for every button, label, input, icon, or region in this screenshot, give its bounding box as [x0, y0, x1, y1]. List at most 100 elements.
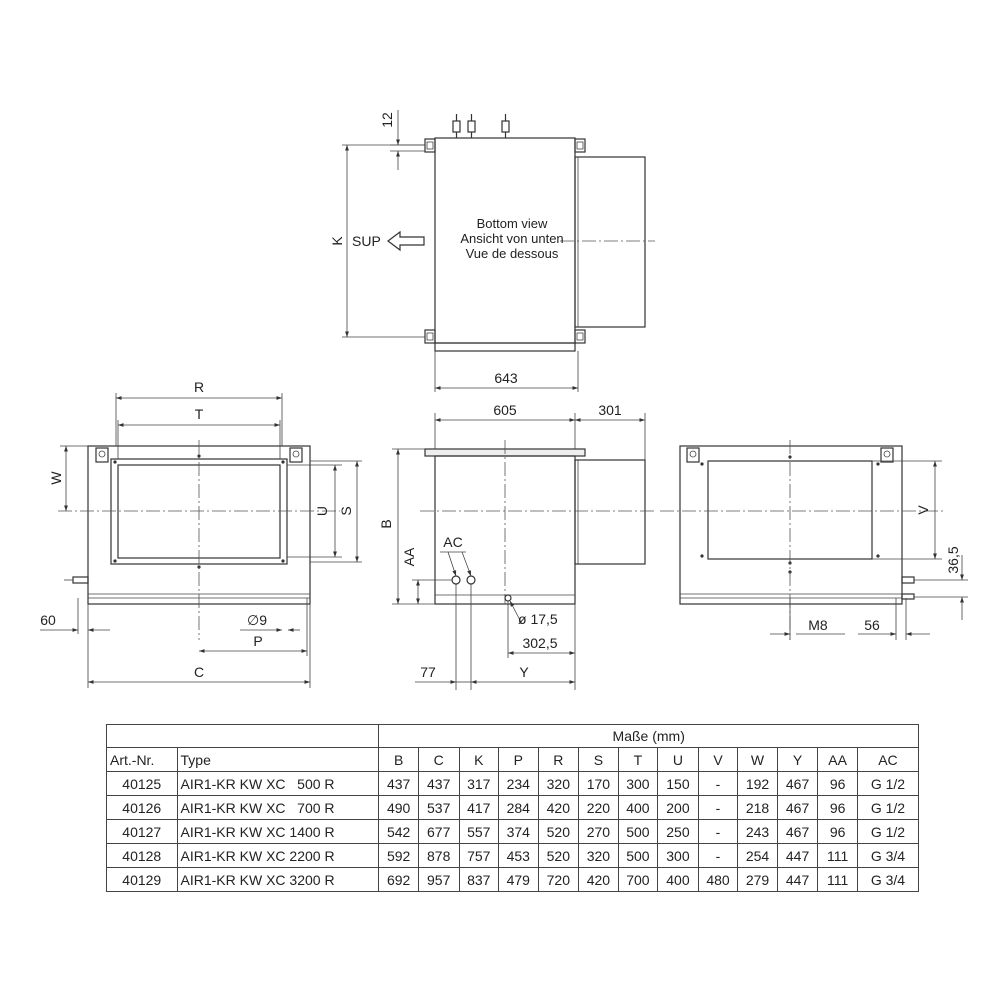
table-cell: 40128 — [106, 843, 178, 868]
dim-w: W — [48, 471, 64, 485]
dim-u: U — [314, 506, 330, 516]
dim-643: 643 — [494, 370, 518, 386]
dim-302: 302,5 — [522, 635, 557, 651]
table-cell: AIR1-KR KW XC 700 R — [176, 795, 380, 820]
table-header-cell: U — [657, 747, 699, 772]
table-cell: 500 — [617, 843, 659, 868]
table-cell: 520 — [537, 819, 580, 844]
table-cell: 96 — [817, 771, 858, 796]
dim-r: R — [194, 379, 204, 395]
dim-605: 605 — [493, 402, 517, 418]
table-cell: 878 — [417, 843, 460, 868]
sup-label: SUP — [352, 233, 381, 249]
table-cell: 300 — [657, 843, 699, 868]
table-header-cell: R — [537, 747, 580, 772]
table-header-cell: P — [498, 747, 539, 772]
table-cell: 447 — [776, 867, 819, 892]
table-cell: 420 — [578, 867, 619, 892]
table-cell: AIR1-KR KW XC 1400 R — [176, 819, 380, 844]
table-cell: 40127 — [106, 819, 178, 844]
table-header-cell: C — [417, 747, 460, 772]
table-header-cell: B — [378, 747, 419, 772]
pipe-connector-icon — [452, 114, 510, 138]
table-group-header: Maße (mm) — [378, 724, 919, 748]
table-cell: 720 — [537, 867, 580, 892]
table-cell: 220 — [578, 795, 619, 820]
table-header-cell: AC — [856, 747, 920, 772]
table-cell: AIR1-KR KW XC 3200 R — [176, 867, 380, 892]
pipe-stub-icon — [72, 576, 89, 584]
ac-connector-icon — [466, 575, 476, 585]
table-cell: 490 — [378, 795, 419, 820]
ac-connector-icon — [451, 575, 461, 585]
dim-60: 60 — [40, 612, 56, 628]
lug-icon — [686, 447, 894, 463]
table-cell: 300 — [617, 771, 659, 796]
rear-view-housing — [679, 445, 903, 605]
table-cell: 557 — [458, 819, 500, 844]
table-cell: 542 — [378, 819, 419, 844]
dim-77: 77 — [420, 664, 436, 680]
lug-icon — [95, 447, 303, 463]
table-cell: 40129 — [106, 867, 178, 892]
table-cell: 374 — [498, 819, 539, 844]
table-cell: 279 — [737, 867, 778, 892]
table-cell: 170 — [578, 771, 619, 796]
table-cell: - — [697, 843, 739, 868]
table-cell: 447 — [776, 843, 819, 868]
side-view-duct — [574, 459, 646, 565]
dim-36-5: 36,5 — [945, 546, 961, 573]
side-view: AC ø 17,5 605 301 B AA 302,5 77 Y — [378, 402, 655, 690]
table-cell: 250 — [657, 819, 699, 844]
table-cell: 420 — [537, 795, 580, 820]
table-header-cell: W — [737, 747, 778, 772]
arrow-left-icon — [387, 230, 425, 252]
table-cell: 96 — [817, 795, 858, 820]
technical-drawing: Bottom view Ansicht von unten Vue de des… — [40, 110, 968, 690]
rear-view: V 36,5 M8 56 — [660, 440, 968, 640]
table-cell: 437 — [378, 771, 419, 796]
table-cell: 243 — [737, 819, 778, 844]
table-header-cell: V — [697, 747, 739, 772]
dim-phi9: ∅9 — [247, 612, 267, 628]
table-cell: 192 — [737, 771, 778, 796]
table-cell: G 3/4 — [856, 843, 920, 868]
table-cell: 467 — [776, 795, 819, 820]
table-cell: 218 — [737, 795, 778, 820]
table-cell: 96 — [817, 819, 858, 844]
table-cell: 200 — [657, 795, 699, 820]
top-view-base-plate — [434, 342, 576, 352]
table-cell: 111 — [817, 867, 858, 892]
table-header-cell: K — [458, 747, 500, 772]
table-header-cell: Y — [776, 747, 819, 772]
dim-b: B — [378, 519, 394, 528]
table-cell: - — [697, 795, 739, 820]
pipe-stub-icon — [901, 593, 915, 600]
table-cell: 957 — [417, 867, 460, 892]
table-cell: 592 — [378, 843, 419, 868]
table-cell: 700 — [617, 867, 659, 892]
table-cell: 467 — [776, 819, 819, 844]
dim-301: 301 — [598, 402, 622, 418]
table-cell: - — [697, 771, 739, 796]
table-cell: 480 — [697, 867, 739, 892]
table-cell: G 1/2 — [856, 819, 920, 844]
dim-p: P — [253, 633, 262, 649]
table-cell: 400 — [617, 795, 659, 820]
table-header-cell: Art.-Nr. — [106, 747, 178, 772]
top-view: Bottom view Ansicht von unten Vue de des… — [329, 110, 655, 392]
table-header-cell: AA — [817, 747, 858, 772]
table-cell: 537 — [417, 795, 460, 820]
dim-ac: AC — [443, 534, 462, 550]
table-cell: 320 — [578, 843, 619, 868]
vue-label: Vue de dessous — [466, 246, 559, 261]
dim-m8: M8 — [808, 617, 828, 633]
dim-v: V — [915, 505, 931, 515]
table-cell: 284 — [498, 795, 539, 820]
